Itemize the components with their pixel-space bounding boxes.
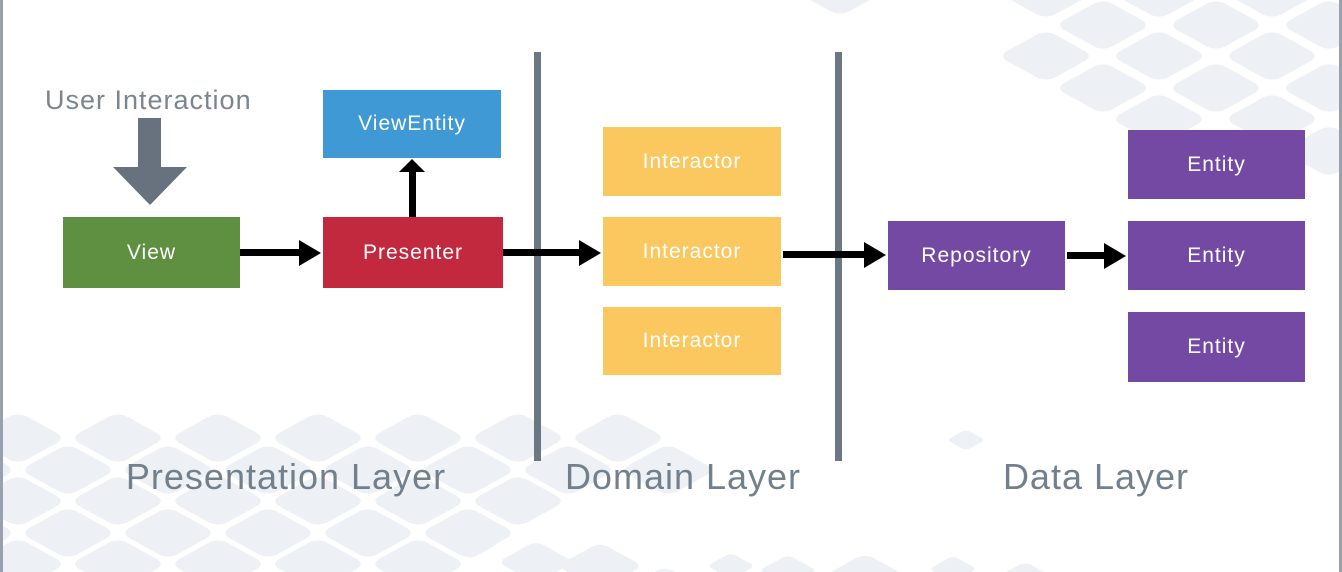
diamond-shape (758, 554, 818, 572)
presenter-box-label: Presenter (362, 240, 464, 264)
view-entity-box-label: ViewEntity (358, 112, 466, 135)
arrow-interactor-to-repository-shaft (783, 251, 864, 258)
view-box: View (63, 217, 240, 288)
presenter-box: Presenter (323, 217, 503, 288)
interactor-box-2-label: Interactor (642, 239, 742, 263)
diamond-shape (928, 555, 978, 572)
diamond-shape (706, 552, 756, 572)
diamond-shape (946, 429, 986, 451)
view-box-label: View (126, 240, 177, 264)
arrow-interactor-to-repository-head (864, 241, 886, 268)
interactor-box-2: Interactor (603, 217, 781, 286)
diamond-shape (791, 0, 889, 17)
view-entity-box: ViewEntity (323, 90, 501, 158)
arrow-view-to-presenter-shaft (240, 249, 299, 256)
arrow-presenter-to-interactor-shaft (503, 249, 579, 256)
repository-box-label: Repository (921, 243, 1032, 267)
repository-box: Repository (888, 221, 1065, 290)
domain-layer-label: Domain Layer (564, 456, 802, 497)
entity-box-2-label: Entity (1187, 243, 1246, 267)
diamond-shape (991, 561, 1059, 572)
divider-presentation-domain (534, 52, 541, 461)
arrow-presenter-to-viewentity-shaft (409, 172, 416, 217)
diamond-shape (821, 553, 909, 572)
entity-box-3-label: Entity (1187, 335, 1246, 358)
interactor-box-3: Interactor (603, 307, 781, 375)
arrow-repository-to-entity-shaft (1067, 252, 1104, 259)
entity-box-2: Entity (1128, 221, 1305, 290)
user-interaction-label: User Interaction (45, 85, 252, 115)
data-layer-label: Data Layer (1002, 456, 1190, 497)
interactor-box-1: Interactor (603, 127, 781, 196)
interactor-box-3-label: Interactor (642, 329, 742, 352)
user-interaction-arrow-head (113, 167, 187, 205)
arrow-repository-to-entity-head (1104, 242, 1126, 269)
entity-box-1-label: Entity (1187, 152, 1246, 176)
entity-box-1: Entity (1128, 130, 1305, 199)
user-interaction-arrow-shaft (138, 118, 161, 168)
arrow-view-to-presenter-head (299, 239, 321, 266)
presentation-layer-label: Presentation Layer (125, 456, 447, 497)
diamond-shape (556, 542, 644, 572)
arrow-presenter-to-interactor-head (579, 239, 601, 266)
arrow-presenter-to-viewentity-head (399, 159, 425, 172)
entity-box-3: Entity (1128, 312, 1305, 382)
interactor-box-1-label: Interactor (642, 149, 742, 173)
